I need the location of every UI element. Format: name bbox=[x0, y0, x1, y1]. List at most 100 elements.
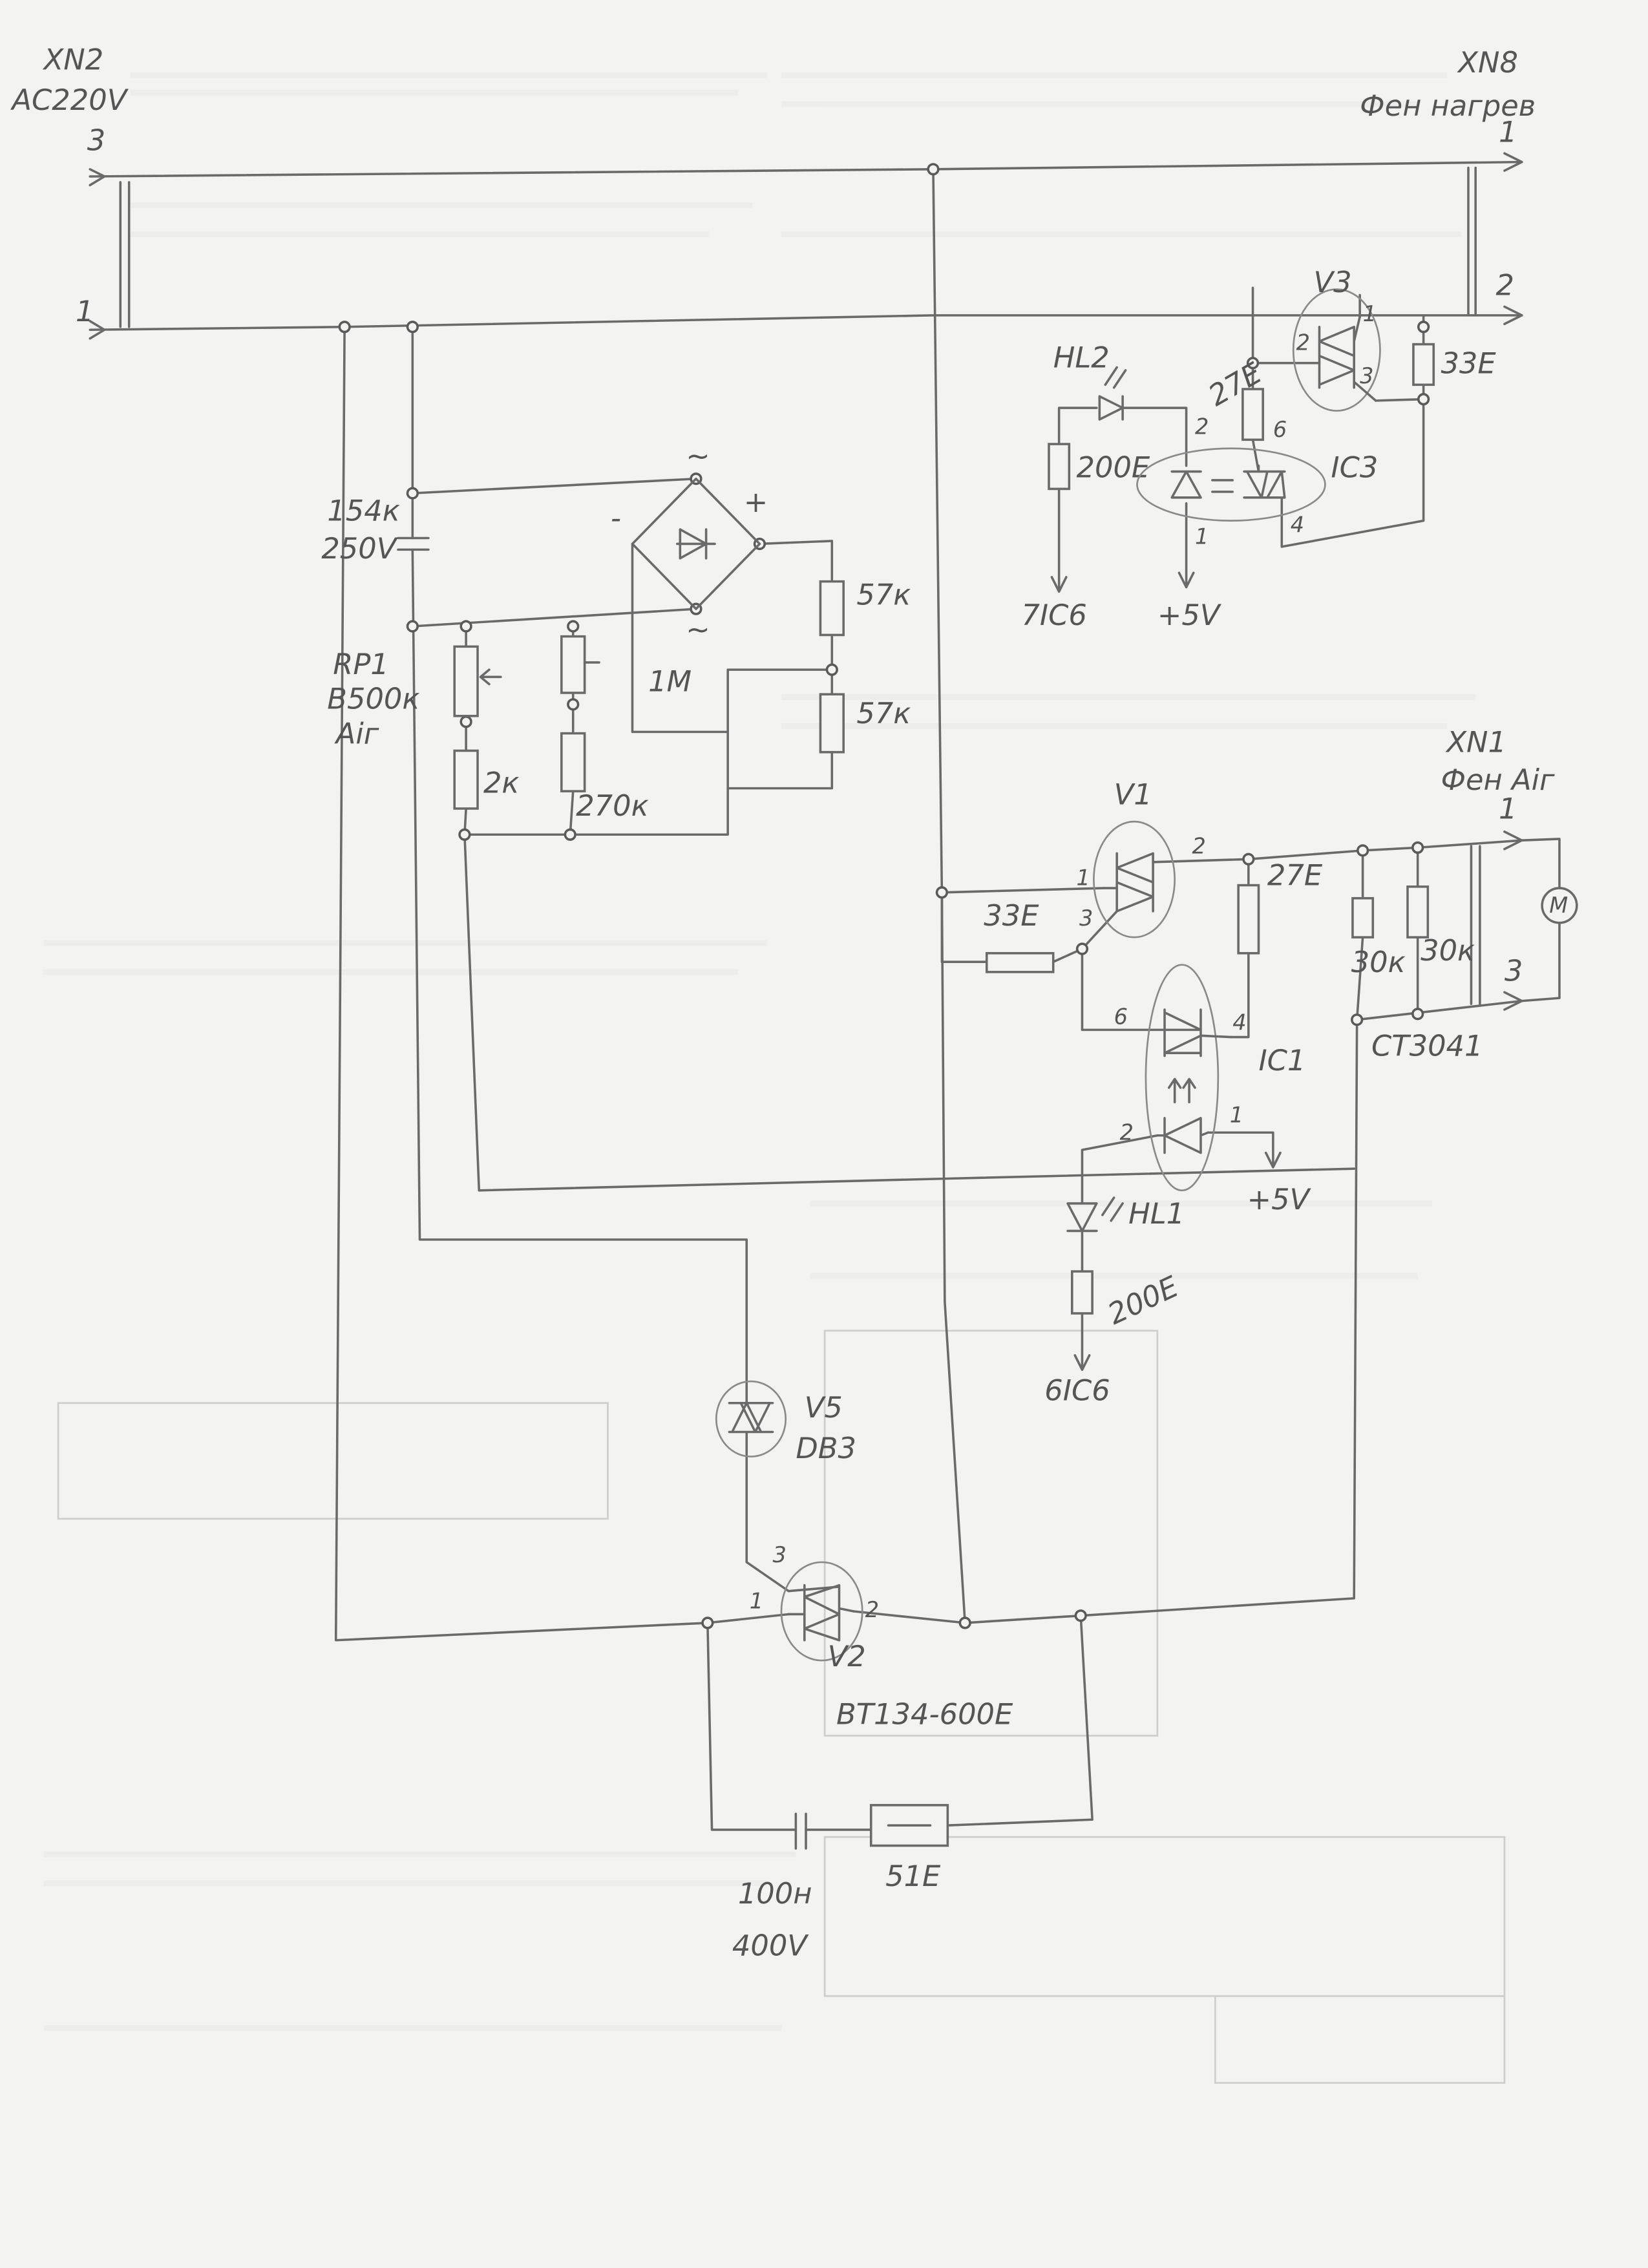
xn2-pin-3: 3 bbox=[87, 123, 105, 158]
v1-pin-1: 1 bbox=[1077, 865, 1090, 891]
xn1-ref: XN1 bbox=[1445, 725, 1506, 759]
resistor-57k-a: 57к bbox=[819, 577, 911, 637]
rp1-value: B500к bbox=[327, 682, 419, 716]
snubber-resistor-label: 51E bbox=[885, 1859, 941, 1893]
capacitor-c1: 154к 250V bbox=[321, 494, 430, 566]
ic1-ref: IC1 bbox=[1258, 1043, 1305, 1077]
xn2-frame bbox=[119, 181, 131, 328]
r-30k-a-label: 30к bbox=[1351, 945, 1406, 979]
v5-part: DB3 bbox=[796, 1431, 856, 1465]
r-33e-v1-label: 33E bbox=[984, 898, 1039, 933]
r-57k-b-label: 57к bbox=[856, 696, 911, 730]
hl2-ref: HL2 bbox=[1053, 340, 1110, 374]
ic1-pin-1: 1 bbox=[1230, 1103, 1243, 1128]
ic3-ref: IC3 bbox=[1331, 450, 1378, 485]
optocoupler-ic1: IC1 6 4 2 1 +5V bbox=[1114, 964, 1312, 1216]
ic1-pin-4: 4 bbox=[1232, 1010, 1246, 1035]
resistor-57k-b: 57к bbox=[819, 693, 911, 754]
rp1-desc: Aiг bbox=[334, 716, 379, 750]
xn1-arrow-icon bbox=[1503, 830, 1523, 1011]
connector-xn1: XN1 Фен Aiг 1 3 M bbox=[1441, 725, 1578, 988]
v2-pin-2: 2 bbox=[865, 1597, 879, 1622]
resistor-27e-v1: 27E bbox=[1237, 858, 1323, 955]
resistor-270k: 270к bbox=[560, 732, 649, 823]
motor-label: M bbox=[1549, 893, 1568, 918]
ic3-pin-2: 2 bbox=[1195, 414, 1209, 439]
hl1-target-label: 6IC6 bbox=[1044, 1373, 1110, 1407]
xn1-pin-1: 1 bbox=[1499, 792, 1517, 826]
xn1-desc: Фен Aiг bbox=[1441, 763, 1555, 797]
v3-pin-3: 3 bbox=[1360, 363, 1373, 388]
resistor-33e-v1: 33E bbox=[984, 898, 1055, 973]
background-print bbox=[43, 72, 1506, 2084]
v3-ref: V3 bbox=[1314, 265, 1352, 299]
optocoupler-ic3: IC3 2 1 6 4 +5V bbox=[1136, 414, 1378, 632]
r-27e-v1-label: 27E bbox=[1267, 858, 1323, 893]
potentiometer-rp1: RP1 B500к Aiг bbox=[327, 645, 502, 750]
xn1-frame bbox=[1470, 845, 1481, 1005]
xn2-desc: AC220V bbox=[10, 83, 129, 117]
ic1-pin-6: 6 bbox=[1114, 1004, 1128, 1029]
v2-ref: V2 bbox=[828, 1639, 866, 1673]
resistor-27e-v3: 27E bbox=[1203, 355, 1268, 441]
snubber: 100н 400V 51E bbox=[732, 1804, 949, 1963]
resistor-1m: 1M bbox=[560, 635, 692, 699]
led-hl1: HL1 200E 6IC6 bbox=[1044, 1196, 1185, 1407]
motor-icon bbox=[1541, 887, 1578, 924]
v2-pin-1: 1 bbox=[750, 1589, 763, 1614]
r-33e-v3-label: 33E bbox=[1441, 346, 1496, 380]
snubber-cap-voltage: 400V bbox=[732, 1929, 809, 1963]
rp1-ref: RP1 bbox=[333, 647, 389, 681]
ic1-pin-2: 2 bbox=[1120, 1119, 1134, 1145]
snubber-cap-label: 100н bbox=[738, 1876, 812, 1911]
c1-voltage: 250V bbox=[321, 531, 398, 566]
ic1-supply-label: +5V bbox=[1247, 1182, 1312, 1216]
ic3-pin-1: 1 bbox=[1195, 524, 1209, 549]
v1-pin-2: 2 bbox=[1192, 833, 1206, 858]
xn1-pin-3: 3 bbox=[1505, 953, 1523, 988]
v3-pin-2: 2 bbox=[1296, 330, 1310, 355]
resistor-2k: 2к bbox=[453, 749, 520, 810]
r-270k-label: 270к bbox=[576, 789, 648, 823]
xn8-frame bbox=[1467, 166, 1477, 317]
r-30k-b-label: 30к bbox=[1421, 933, 1475, 968]
r-2k-label: 2к bbox=[483, 765, 520, 800]
xn2-ref: XN2 bbox=[43, 42, 104, 76]
r-57k-a-label: 57к bbox=[856, 577, 911, 611]
bridge-ac-top: ~ bbox=[686, 439, 710, 473]
triac-v2: 3 1 2 V2 BT134-600E bbox=[750, 1542, 1013, 1732]
xn8-ref: XN8 bbox=[1457, 45, 1518, 79]
ct-label: CT3041 bbox=[1371, 1029, 1483, 1063]
resistor-30k-a: 30к bbox=[1351, 896, 1406, 979]
diode-bridge: ~ ~ + - bbox=[611, 439, 768, 647]
connector-xn2: XN2 AC220V 3 1 bbox=[10, 42, 131, 340]
ic3-pin-4: 4 bbox=[1291, 513, 1304, 538]
bridge-ac-bottom: ~ bbox=[686, 612, 710, 646]
xn8-pin-1: 1 bbox=[1499, 114, 1517, 149]
xn8-pin-2: 2 bbox=[1495, 268, 1514, 302]
hl1-ref: HL1 bbox=[1128, 1196, 1185, 1231]
xn8-desc: Фен нагрев bbox=[1360, 89, 1536, 123]
bridge-plus: + bbox=[744, 485, 768, 519]
v1-pin-3: 3 bbox=[1079, 906, 1093, 931]
led-hl2: HL2 200E 7IC6 bbox=[1021, 340, 1150, 631]
v5-ref: V5 bbox=[805, 1390, 843, 1425]
triac-v3: V3 1 2 3 bbox=[1292, 265, 1381, 412]
junctions bbox=[338, 163, 1430, 1629]
resistor-33e-v3: 33E bbox=[1412, 343, 1496, 387]
r-1m-label: 1M bbox=[648, 664, 692, 699]
c1-value: 154к bbox=[327, 494, 399, 528]
v3-pin-1: 1 bbox=[1363, 301, 1377, 326]
v1-ref: V1 bbox=[1114, 777, 1152, 811]
ic3-pin-6: 6 bbox=[1273, 417, 1287, 442]
resistor-30k-b: 30к bbox=[1406, 885, 1475, 968]
ic3-supply-label: +5V bbox=[1157, 598, 1222, 632]
triac-v1: V1 1 2 3 bbox=[1077, 777, 1206, 938]
hl2-target-label: 7IC6 bbox=[1021, 598, 1086, 632]
connector-xn8: XN8 Фен нагрев 1 2 bbox=[1360, 45, 1536, 326]
v2-pin-3: 3 bbox=[773, 1542, 787, 1567]
hl2-resistor-label: 200E bbox=[1077, 450, 1150, 485]
diac-v5: V5 DB3 bbox=[715, 1380, 856, 1465]
bridge-minus: - bbox=[611, 501, 621, 535]
